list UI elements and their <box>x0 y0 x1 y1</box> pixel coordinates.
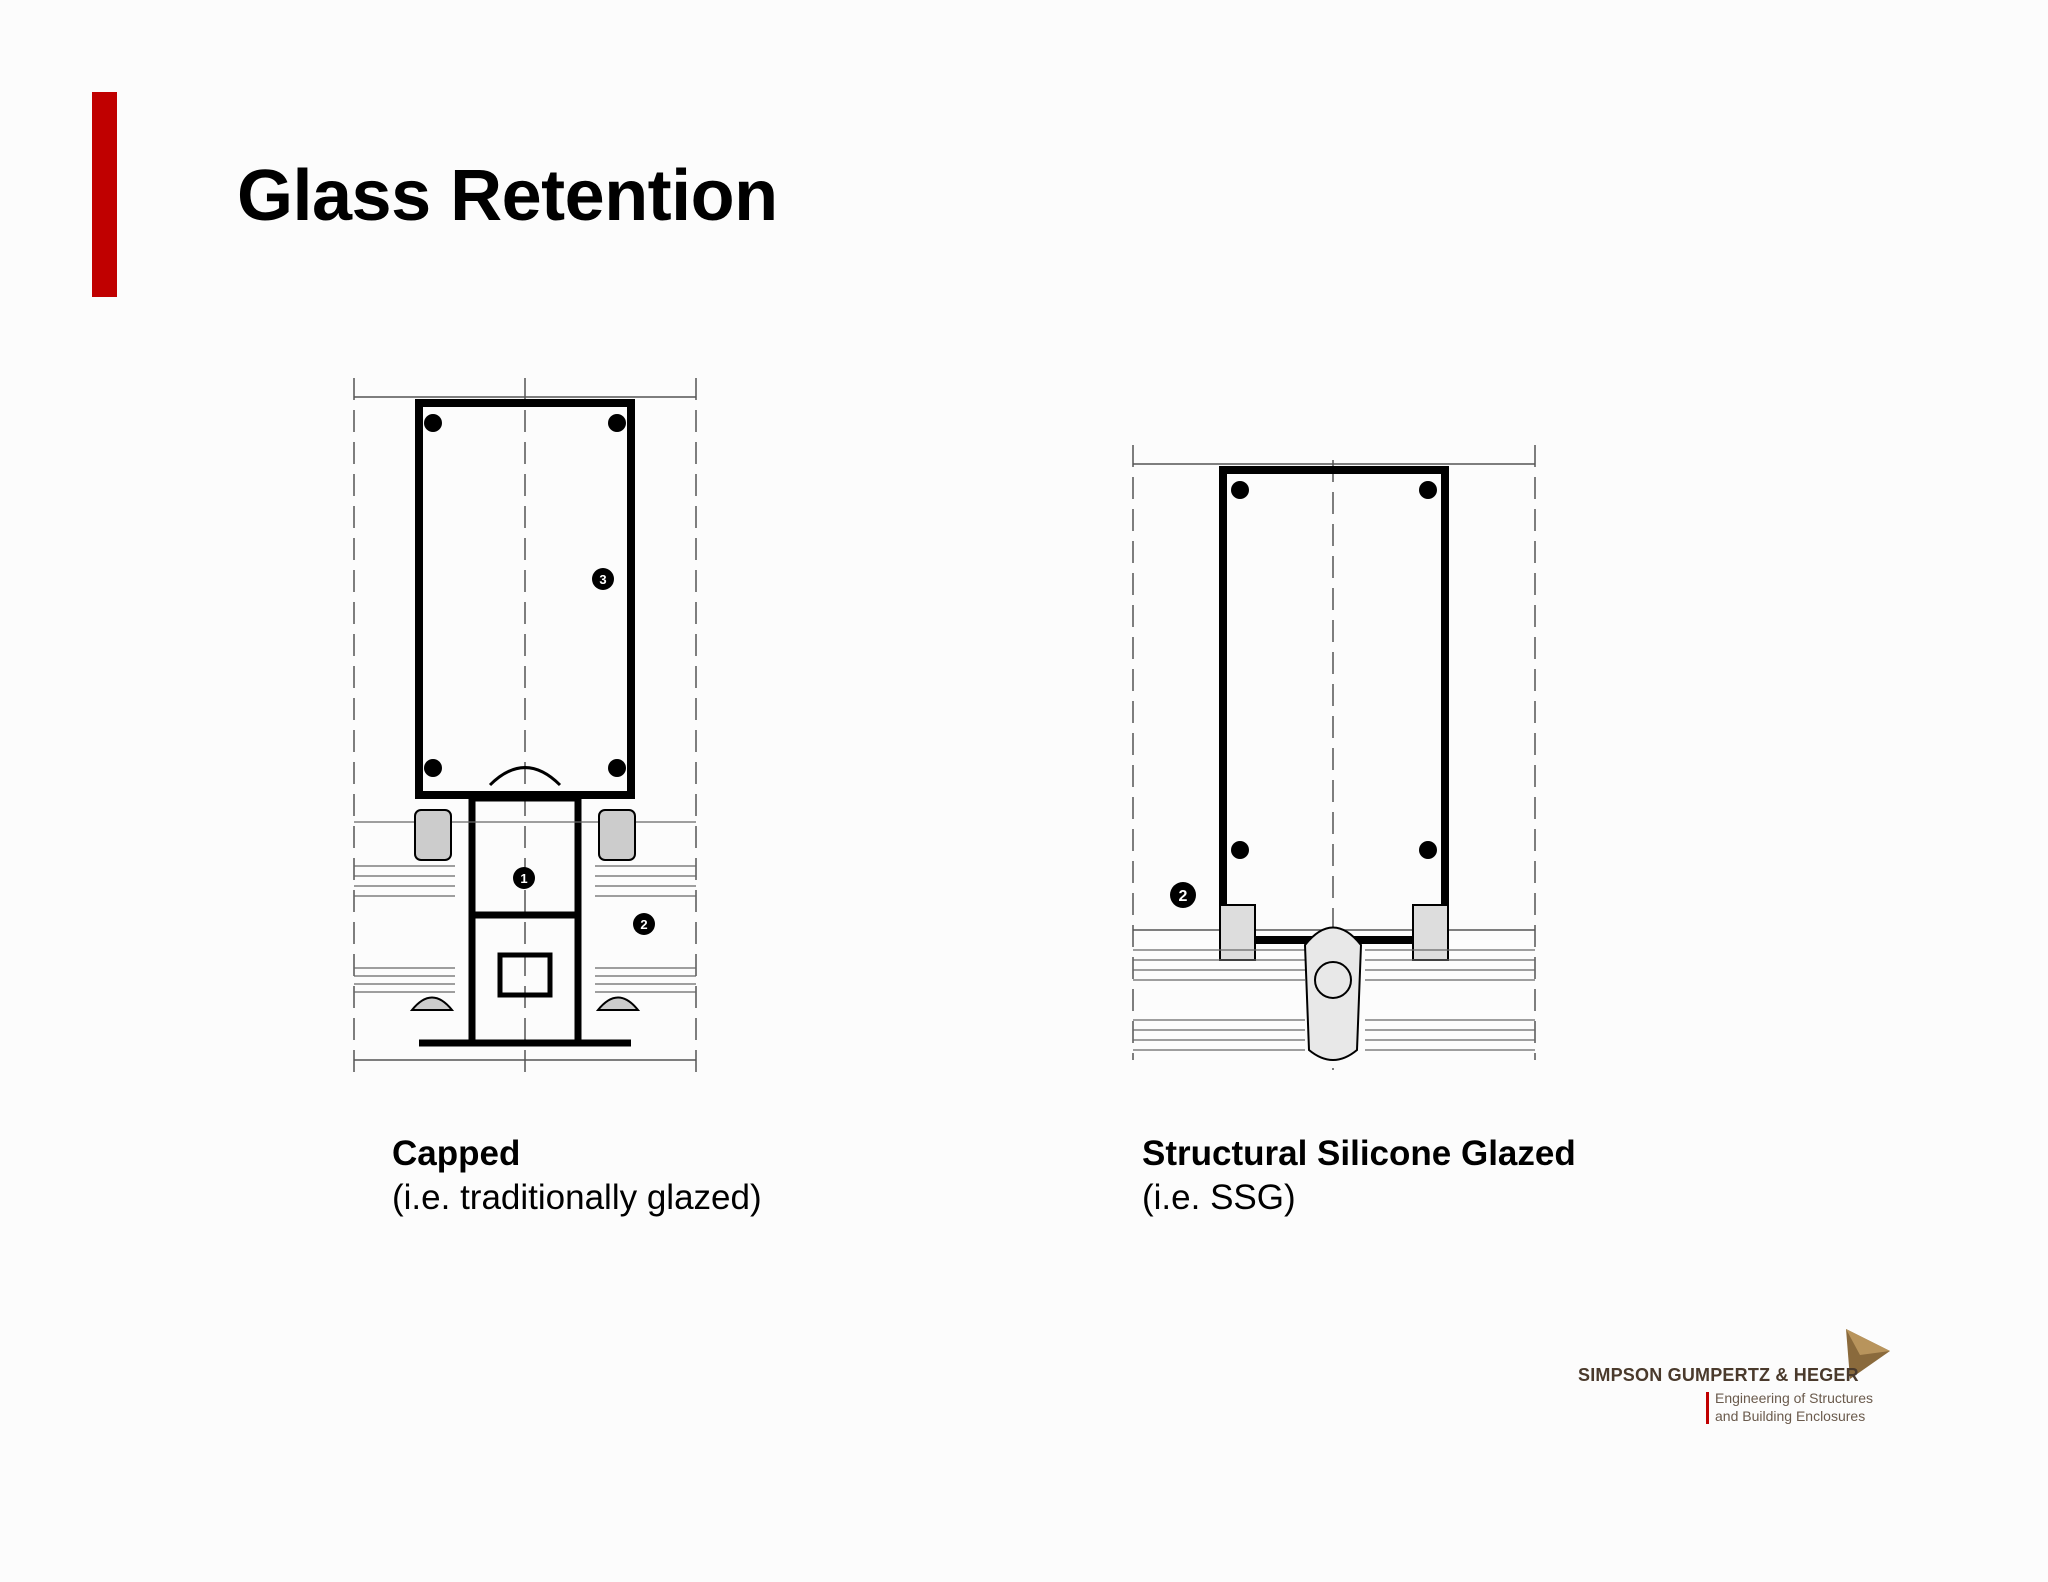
logo-tagline-line-2: and Building Enclosures <box>1715 1408 1866 1424</box>
capped-caption-subtitle: (i.e. traditionally glazed) <box>392 1178 762 1217</box>
logo-divider <box>1706 1392 1709 1424</box>
ssg-caption: Structural Silicone Glazed (i.e. SSG) <box>1142 1132 1576 1220</box>
svg-text:1: 1 <box>520 871 527 886</box>
company-logo: SIMPSON GUMPERTZ & HEGER Engineering of … <box>1570 1325 1900 1455</box>
callout-2: 2 <box>1170 882 1196 908</box>
callout-3: 3 <box>592 568 614 590</box>
logo-tagline-line-1: Engineering of Structures <box>1715 1390 1873 1406</box>
svg-text:2: 2 <box>1179 888 1188 905</box>
capped-caption-title: Capped <box>392 1134 521 1173</box>
logo-company-name: SIMPSON GUMPERTZ & HEGER <box>1578 1365 1859 1385</box>
capped-mullion-diagram: 3 1 2 <box>353 378 697 1075</box>
svg-text:3: 3 <box>599 572 606 587</box>
ssg-mullion-diagram: 2 <box>1132 445 1536 1070</box>
title-accent-bar <box>92 92 117 297</box>
ssg-caption-subtitle: (i.e. SSG) <box>1142 1178 1296 1217</box>
capped-caption: Capped (i.e. traditionally glazed) <box>392 1132 762 1220</box>
callout-2: 2 <box>633 913 655 935</box>
logo-triangle-icon <box>1846 1329 1890 1379</box>
logo-tagline: Engineering of Structures and Building E… <box>1715 1389 1873 1425</box>
ssg-caption-title: Structural Silicone Glazed <box>1142 1134 1576 1173</box>
svg-text:2: 2 <box>640 917 647 932</box>
callout-1: 1 <box>513 867 535 889</box>
page-title: Glass Retention <box>237 156 778 236</box>
